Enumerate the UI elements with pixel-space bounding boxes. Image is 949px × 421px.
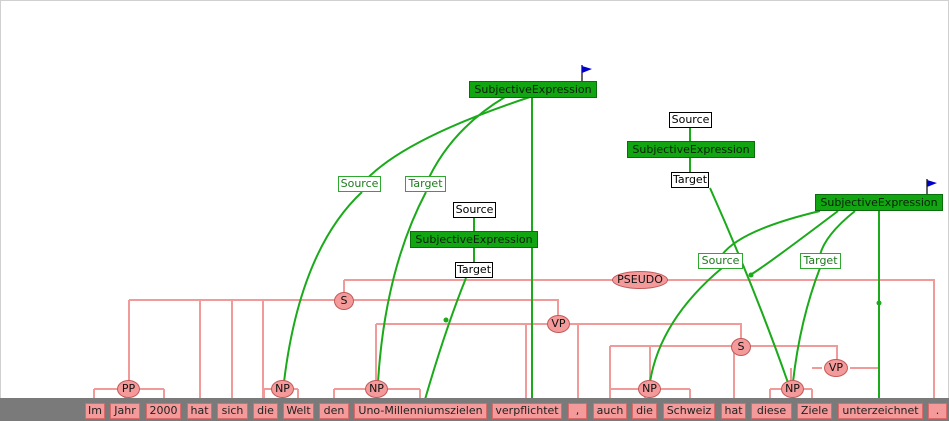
flag-icon[interactable] [925, 178, 939, 196]
parse-node-np[interactable]: NP [781, 380, 804, 398]
parse-node-s[interactable]: S [334, 292, 354, 310]
token[interactable]: auch [593, 403, 627, 419]
target-label[interactable]: Target [455, 262, 493, 278]
parse-node-pp[interactable]: PP [117, 380, 140, 398]
parse-tree-edges [93, 279, 935, 403]
annotation-junctions [443, 272, 882, 323]
token[interactable]: 2000 [146, 403, 181, 419]
flag-icon[interactable] [580, 64, 594, 82]
subjective-expression-box[interactable]: SubjectiveExpression [815, 194, 943, 211]
token[interactable]: Ziele [797, 403, 832, 419]
parse-node-vp[interactable]: VP [547, 315, 570, 333]
token[interactable]: die [253, 403, 278, 419]
token[interactable]: verpflichtet [492, 403, 562, 419]
token[interactable]: den [319, 403, 349, 419]
target-label[interactable]: Target [405, 176, 446, 192]
token[interactable]: unterzeichnet [838, 403, 923, 419]
annotation-edges [283, 96, 880, 404]
token[interactable]: die [632, 403, 657, 419]
parse-node-np[interactable]: NP [271, 380, 294, 398]
token[interactable]: . [928, 403, 947, 419]
token[interactable]: diese [751, 403, 792, 419]
subjective-expression-box[interactable]: SubjectiveExpression [627, 141, 755, 158]
source-label[interactable]: Source [669, 112, 712, 128]
source-label[interactable]: Source [453, 202, 496, 218]
token[interactable]: hat [187, 403, 212, 419]
parse-node-s[interactable]: S [731, 338, 751, 356]
token[interactable]: Welt [283, 403, 314, 419]
target-label[interactable]: Target [671, 172, 709, 188]
subjective-expression-box[interactable]: SubjectiveExpression [469, 81, 597, 98]
token[interactable]: sich [217, 403, 248, 419]
subjective-expression-box[interactable]: SubjectiveExpression [410, 231, 538, 248]
token[interactable]: Im [85, 403, 105, 419]
token[interactable]: Uno-Millenniumszielen [354, 403, 487, 419]
parse-node-np[interactable]: NP [638, 380, 661, 398]
source-label[interactable]: Source [338, 176, 381, 192]
token[interactable]: hat [721, 403, 746, 419]
target-label[interactable]: Target [800, 253, 841, 269]
parse-node-vp[interactable]: VP [824, 359, 848, 377]
source-label[interactable]: Source [698, 253, 743, 269]
parse-node-np[interactable]: NP [365, 380, 388, 398]
token[interactable]: Jahr [110, 403, 140, 419]
parse-node-pseudo[interactable]: PSEUDO [612, 271, 668, 289]
token[interactable]: Schweiz [663, 403, 715, 419]
token[interactable]: , [568, 403, 587, 419]
